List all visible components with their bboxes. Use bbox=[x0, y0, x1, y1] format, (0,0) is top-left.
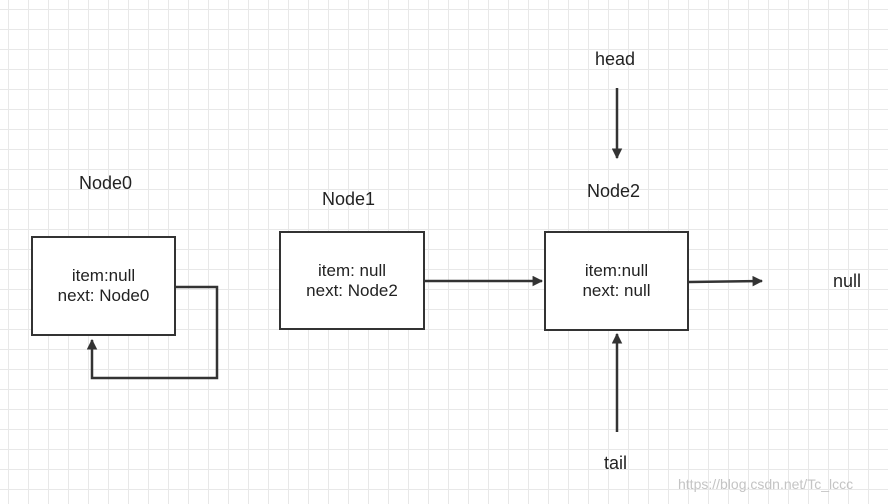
node0-box: item:null next: Node0 bbox=[31, 236, 176, 336]
tail-label: tail bbox=[604, 453, 628, 473]
watermark-text: https://blog.csdn.net/Tc_lccc bbox=[678, 476, 854, 492]
node1-item: item: null bbox=[317, 260, 387, 280]
node2-to-null-arrow bbox=[688, 275, 764, 287]
node0-title: Node0 bbox=[79, 173, 133, 193]
head-label: head bbox=[595, 49, 636, 69]
node0-next: next: Node0 bbox=[57, 286, 150, 305]
node0-self-loop-arrow bbox=[86, 285, 219, 380]
node0-item: item:null bbox=[71, 266, 136, 285]
null-label: null bbox=[833, 271, 862, 291]
node2-title: Node2 bbox=[587, 181, 641, 201]
node2-box: item:null next: null bbox=[544, 231, 689, 331]
node1-title: Node1 bbox=[322, 189, 376, 209]
node2-next: next: null bbox=[582, 281, 651, 300]
node1-next: next: Node2 bbox=[306, 280, 398, 300]
node1-box: item: null next: Node2 bbox=[279, 231, 425, 330]
node2-item: item:null bbox=[584, 261, 649, 280]
